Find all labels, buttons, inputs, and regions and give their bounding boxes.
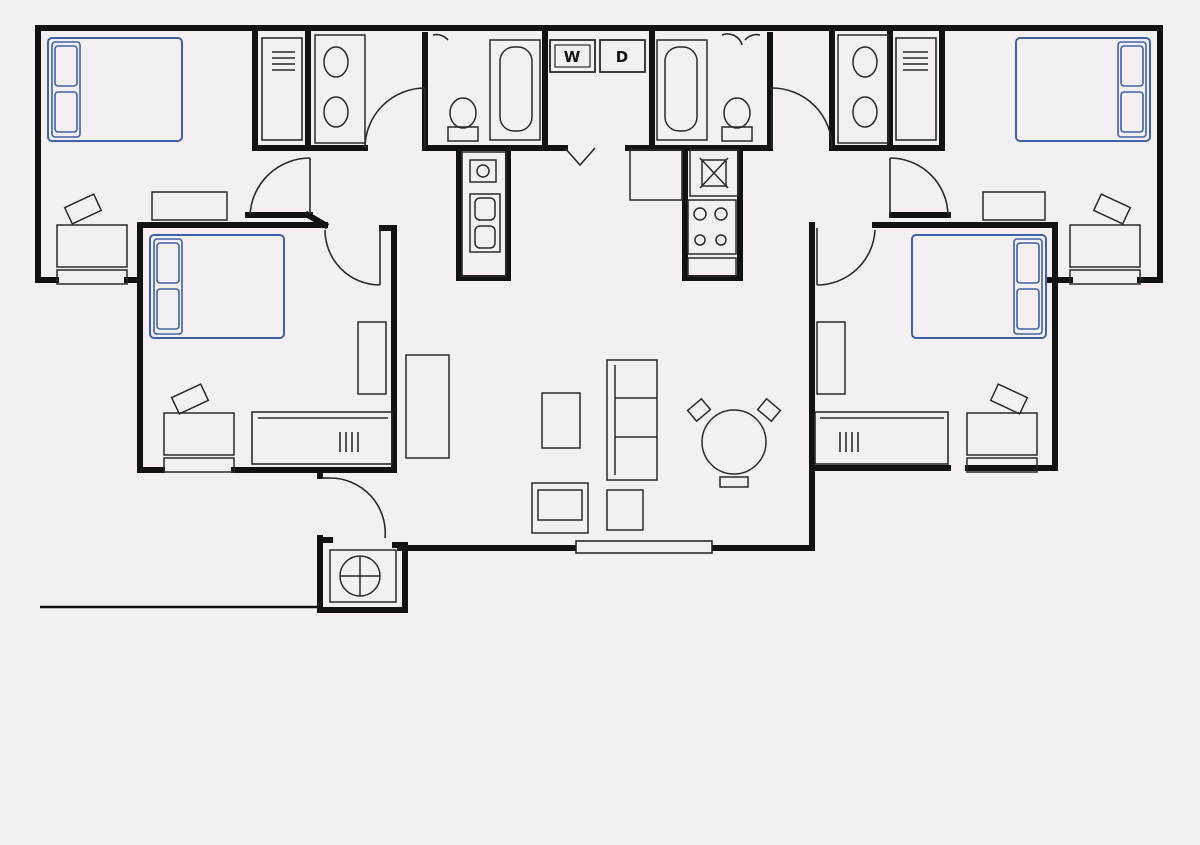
living-room [405, 354, 782, 534]
desk [163, 412, 235, 456]
bedroom-4 [816, 234, 1047, 473]
tv-stand [405, 354, 450, 459]
door-swing [329, 477, 387, 539]
doors [249, 33, 949, 539]
washer-label: W [564, 48, 581, 66]
dresser [982, 191, 1046, 221]
door-swing [364, 87, 426, 149]
armchair [531, 482, 589, 534]
laundry: W D [549, 39, 646, 73]
side-table [606, 489, 644, 531]
toilet [723, 97, 751, 129]
sink [323, 46, 349, 78]
vanity [314, 34, 366, 144]
bed [1015, 37, 1151, 142]
desk-chair [1092, 193, 1132, 225]
sink [852, 96, 878, 128]
bathroom-right [656, 34, 889, 144]
laundry-door [564, 147, 596, 167]
desk-chair [170, 383, 210, 415]
burner [693, 207, 707, 221]
dryer-label: D [616, 48, 628, 66]
washer [549, 39, 596, 73]
desk [966, 412, 1038, 456]
sink [852, 46, 878, 78]
toilet [449, 97, 477, 129]
dresser [357, 321, 387, 395]
dresser [151, 191, 228, 221]
burner [715, 234, 727, 246]
bathtub [489, 39, 541, 141]
door-swing [771, 87, 833, 149]
kitchen [461, 149, 739, 277]
door-swing [816, 229, 876, 286]
closets [251, 37, 949, 465]
vanity [837, 34, 889, 144]
bathroom-left [314, 34, 541, 144]
door-swing [324, 229, 381, 286]
sofa [606, 359, 658, 481]
walls [35, 25, 1163, 613]
burner [714, 207, 728, 221]
kitchen-counter-left [461, 151, 507, 277]
bedroom-1 [47, 37, 228, 285]
dishwasher [469, 159, 497, 183]
kitchen-sink [469, 193, 501, 253]
door-swing [889, 157, 949, 216]
desk-chair [63, 193, 103, 225]
stove [687, 199, 737, 255]
dining-table [701, 409, 767, 475]
coffee-table [541, 392, 581, 449]
fridge [689, 149, 739, 197]
refrigerator-space [629, 149, 683, 201]
patio-door [575, 540, 713, 554]
dresser [816, 321, 846, 395]
bed [47, 37, 183, 142]
bathtub [656, 39, 708, 141]
burner [694, 234, 706, 246]
desk [56, 224, 128, 268]
bedroom-3 [982, 37, 1151, 285]
desk [1069, 224, 1141, 268]
door-swing [249, 157, 311, 216]
sink [323, 96, 349, 128]
bedroom-2 [149, 234, 387, 473]
dryer [599, 39, 646, 73]
desk-chair [989, 383, 1029, 415]
bed [149, 234, 285, 339]
mechanical-closet [329, 549, 397, 603]
bed [911, 234, 1047, 339]
